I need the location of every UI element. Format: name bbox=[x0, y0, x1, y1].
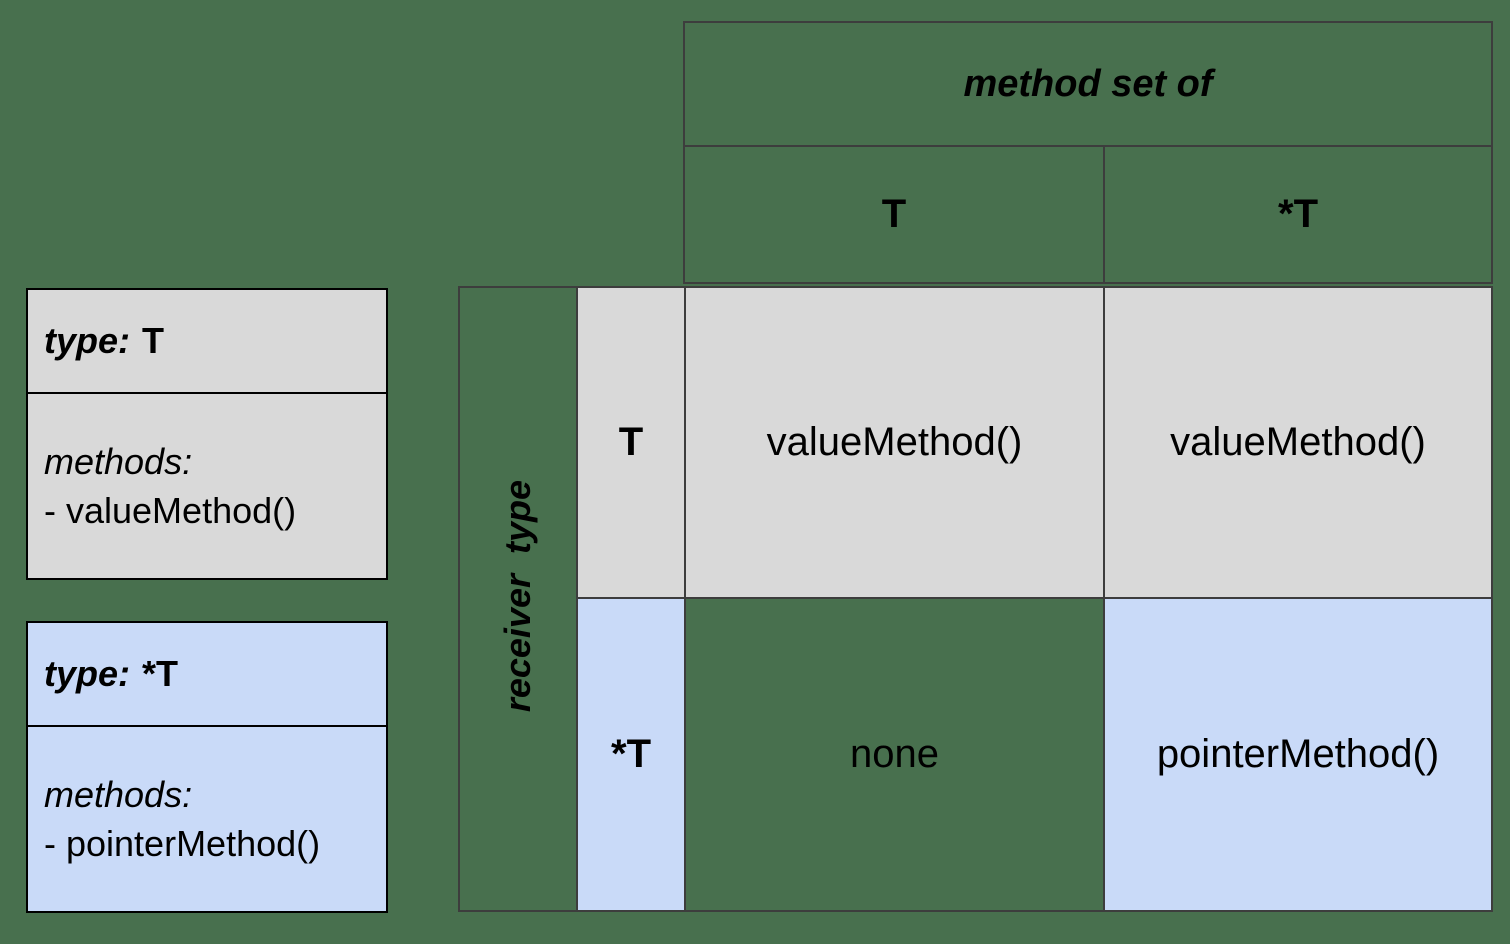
row-header-T: T bbox=[576, 286, 686, 599]
method-set-body-table: receiver type T valueMethod() valueMetho… bbox=[458, 286, 1493, 912]
type-name: *T bbox=[142, 653, 179, 694]
cell-receiverPointerT-methodsetT: none bbox=[684, 597, 1105, 912]
row-header-pointer-T: *T bbox=[576, 597, 686, 912]
col-header-T: T bbox=[683, 145, 1105, 284]
type-keyword: type: bbox=[44, 320, 131, 361]
col-header-pointer-T: *T bbox=[1103, 145, 1493, 284]
methods-label: methods: bbox=[44, 441, 193, 482]
type-box-pointer-T-header: type: *T bbox=[28, 623, 386, 727]
methods-label: methods: bbox=[44, 774, 193, 815]
type-box-T: type: T methods: - valueMethod() bbox=[26, 288, 388, 580]
method-set-of-label: method set of bbox=[683, 21, 1493, 147]
method-set-header-table: method set of T *T bbox=[683, 21, 1493, 284]
receiver-type-label: receiver type bbox=[497, 480, 538, 713]
type-box-T-header: type: T bbox=[28, 290, 386, 394]
receiver-type-axis-cell: receiver type bbox=[458, 286, 578, 912]
type-box-T-body: methods: - valueMethod() bbox=[28, 394, 386, 578]
cell-receiverT-methodsetT: valueMethod() bbox=[684, 286, 1105, 599]
type-name: T bbox=[142, 320, 165, 361]
method-item: - pointerMethod() bbox=[44, 823, 321, 864]
cell-receiverPointerT-methodsetPointerT: pointerMethod() bbox=[1103, 597, 1493, 912]
type-keyword: type: bbox=[44, 653, 131, 694]
type-box-pointer-T: type: *T methods: - pointerMethod() bbox=[26, 621, 388, 913]
cell-receiverT-methodsetPointerT: valueMethod() bbox=[1103, 286, 1493, 599]
method-item: - valueMethod() bbox=[44, 490, 297, 531]
type-box-pointer-T-body: methods: - pointerMethod() bbox=[28, 727, 386, 911]
